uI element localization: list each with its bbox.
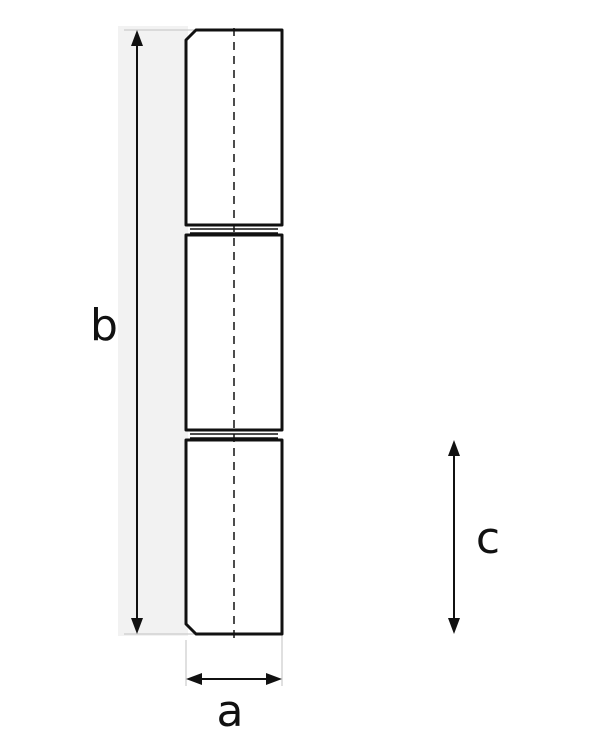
dimension-a-label: a	[217, 686, 244, 734]
arrow-down-icon	[448, 618, 460, 634]
arrow-down-icon	[131, 618, 143, 634]
segment-middle	[184, 233, 284, 432]
dimension-b-shade	[118, 26, 188, 636]
arrow-up-icon	[448, 440, 460, 456]
dimension-a: a	[186, 673, 282, 734]
dimension-b: b	[90, 30, 143, 634]
arrow-left-icon	[186, 673, 202, 685]
arrow-right-icon	[266, 673, 282, 685]
arrow-up-icon	[131, 30, 143, 46]
dimension-b-label: b	[90, 300, 118, 351]
dimension-c: c	[448, 440, 500, 634]
dimension-c-label: c	[476, 513, 500, 564]
hinge-body	[184, 28, 284, 640]
